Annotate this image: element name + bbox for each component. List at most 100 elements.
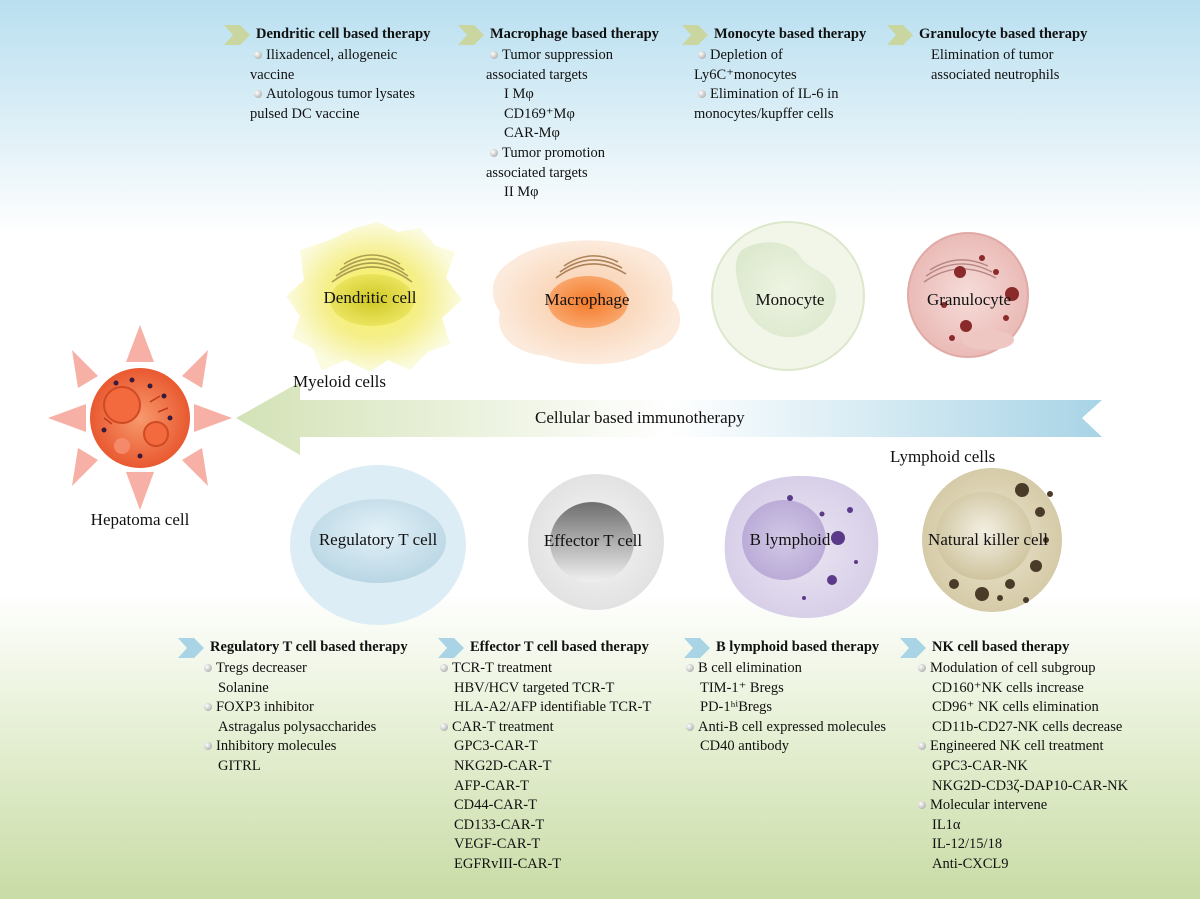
therapy-item: Astragalus polysaccharides: [218, 718, 377, 735]
therapy-item: I Mφ: [504, 86, 534, 103]
therapy-item: CD40 antibody: [700, 738, 790, 755]
dendritic-cell-label: Dendritic cell: [323, 288, 417, 307]
macrophage-label: Macrophage: [544, 290, 630, 309]
therapy-item: Ilixadencel, allogeneic: [250, 46, 430, 66]
b-lymphoid-therapy-heading: B lymphoid based therapy: [682, 637, 886, 659]
monocyte-label: Monocyte: [755, 290, 825, 309]
effector-therapy-heading: Effector T cell based therapy: [436, 637, 651, 659]
therapy-item: Depletion of: [694, 46, 866, 66]
lymphoid-cells-label: Lymphoid cells: [890, 447, 996, 466]
therapy-item: II Mφ: [504, 184, 539, 201]
therapy-item: associated targets: [486, 164, 588, 181]
therapy-item: CD11b-CD27-NK cells decrease: [932, 718, 1123, 735]
therapy-item: Tregs decreaser: [200, 659, 408, 679]
macrophage-therapy-heading: Macrophage based therapy: [456, 24, 659, 46]
therapy-item: Engineered NK cell treatment: [914, 737, 1128, 757]
nk-therapy-heading: NK cell based therapy: [898, 637, 1128, 659]
therapy-item: GPC3-CAR-NK: [932, 757, 1028, 774]
therapy-item: Modulation of cell subgroup: [914, 659, 1128, 679]
therapy-item: CD133-CAR-T: [454, 816, 545, 833]
therapy-item: Inhibitory molecules: [200, 737, 408, 757]
nk-cell-label: Natural killer cell: [928, 530, 1048, 549]
chevron-icon: [456, 24, 486, 46]
chevron-icon: [682, 637, 712, 659]
granulocyte-therapy-heading: Granulocyte based therapy: [885, 24, 1087, 46]
therapy-item: AFP-CAR-T: [454, 777, 529, 794]
myeloid-cells-label: Myeloid cells: [293, 372, 387, 391]
therapy-item: HLA-A2/AFP identifiable TCR-T: [454, 699, 652, 716]
treg-therapy-column: Regulatory T cell based therapy Tregs de…: [176, 637, 408, 777]
chevron-icon: [885, 24, 915, 46]
dendritic-therapy-heading: Dendritic cell based therapy: [222, 24, 430, 46]
granulocyte-therapy-column: Granulocyte based therapy Elimination of…: [885, 24, 1087, 85]
therapy-item: Solanine: [218, 679, 269, 696]
effector-t-cell-label: Effector T cell: [543, 531, 643, 550]
therapy-item: pulsed DC vaccine: [250, 105, 360, 122]
chevron-icon: [176, 637, 206, 659]
b-lymphoid-shape: [724, 475, 879, 618]
regulatory-t-cell-label: Regulatory T cell: [318, 530, 438, 549]
therapy-item: Autologous tumor lysates: [250, 85, 430, 105]
therapy-item: FOXP3 inhibitor: [200, 698, 408, 718]
therapy-item: IL1α: [932, 816, 961, 833]
effector-t-cell-shape: [528, 474, 664, 610]
therapy-item: Molecular intervene: [914, 796, 1128, 816]
therapy-item: CAR-T treatment: [436, 718, 651, 738]
nk-cell-shape: [922, 468, 1062, 612]
monocyte-therapy-heading: Monocyte based therapy: [680, 24, 866, 46]
therapy-item: Anti-CXCL9: [932, 855, 1009, 872]
macrophage-therapy-column: Macrophage based therapy Tumor suppressi…: [456, 24, 659, 203]
therapy-item: Elimination of IL-6 in: [694, 85, 866, 105]
therapy-item: associated targets: [486, 66, 588, 83]
b-lymphoid-therapy-column: B lymphoid based therapy B cell eliminat…: [682, 637, 886, 757]
therapy-item: HBV/HCV targeted TCR-T: [454, 679, 615, 696]
chevron-icon: [436, 637, 466, 659]
therapy-item: Ly6C⁺monocytes: [694, 66, 797, 83]
dendritic-cell-shape: [286, 222, 462, 372]
therapy-item: CD44-CAR-T: [454, 797, 537, 814]
treg-therapy-heading: Regulatory T cell based therapy: [176, 637, 408, 659]
chevron-icon: [680, 24, 710, 46]
therapy-item: Tumor suppression: [486, 46, 659, 66]
granulocyte-shape: [907, 232, 1029, 358]
therapy-item: CD169⁺Mφ: [504, 105, 575, 122]
therapy-item: TCR-T treatment: [436, 659, 651, 679]
therapy-item: TIM-1⁺ Bregs: [700, 679, 784, 696]
b-lymphoid-label: B lymphoid: [749, 530, 831, 549]
therapy-item: CAR-Mφ: [504, 125, 560, 142]
therapy-item: Anti-B cell expressed molecules: [682, 718, 886, 738]
therapy-item: CD96⁺ NK cells elimination: [932, 699, 1099, 716]
therapy-item: Tumor promotion: [486, 144, 659, 164]
therapy-item: VEGF-CAR-T: [454, 836, 541, 853]
arrow-label: Cellular based immunotherapy: [535, 408, 745, 427]
monocyte-shape: [711, 221, 865, 371]
hepatoma-cell-label: Hepatoma cell: [90, 510, 190, 529]
immunotherapy-arrow: [236, 382, 1102, 455]
therapy-item: EGFRvIII-CAR-T: [454, 855, 562, 872]
dendritic-therapy-column: Dendritic cell based therapy Ilixadencel…: [222, 24, 430, 124]
therapy-item: monocytes/kupffer cells: [694, 105, 834, 122]
chevron-icon: [898, 637, 928, 659]
therapy-item: GPC3-CAR-T: [454, 738, 538, 755]
therapy-item: GITRL: [218, 757, 261, 774]
granulocyte-label: Granulocyte: [926, 290, 1012, 309]
therapy-item: vaccine: [250, 66, 295, 83]
therapy-item: CD160⁺NK cells increase: [932, 679, 1084, 696]
therapy-item: NKG2D-CD3ζ-DAP10-CAR-NK: [932, 777, 1129, 794]
therapy-item: B cell elimination: [682, 659, 886, 679]
chevron-icon: [222, 24, 252, 46]
effector-therapy-column: Effector T cell based therapy TCR-T trea…: [436, 637, 651, 875]
regulatory-t-cell-shape: [290, 465, 466, 625]
nk-therapy-column: NK cell based therapy Modulation of cell…: [898, 637, 1128, 875]
